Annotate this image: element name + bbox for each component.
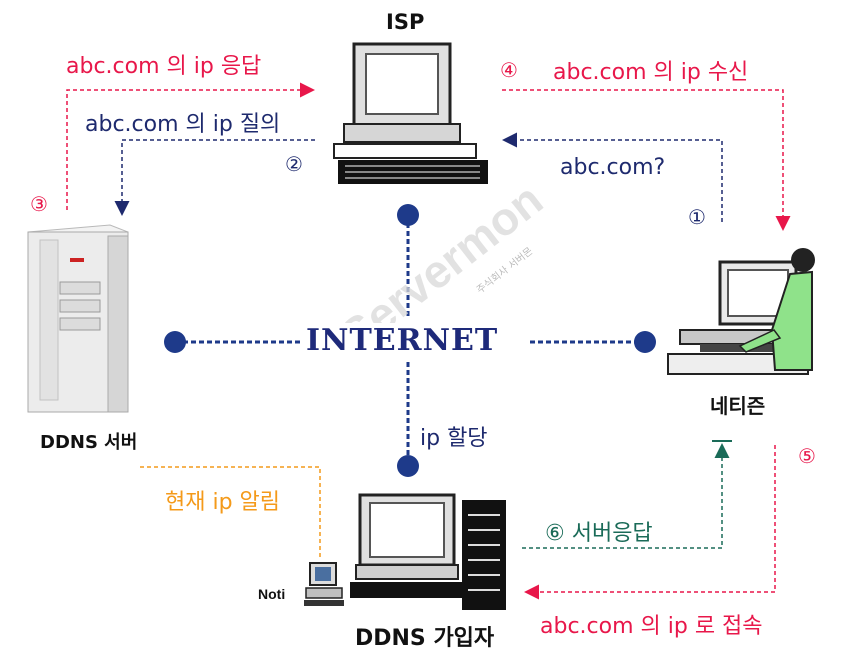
arrow-ip-query — [114, 139, 315, 216]
step-5: ⑤ — [798, 444, 816, 468]
line-current-ip-notify — [140, 466, 321, 560]
step-1: ① — [688, 205, 706, 229]
subscriber-label: DDNS 가입자 — [355, 626, 495, 651]
node-dot-top — [397, 204, 419, 226]
noti-computer-icon — [304, 562, 344, 606]
step-4: ④ — [500, 58, 518, 82]
label-ip-assign: ip 할당 — [420, 426, 488, 451]
arrow-ip-response — [66, 82, 315, 210]
arrow-abc-query — [502, 132, 723, 222]
isp-computer-icon — [333, 42, 488, 184]
arrow-connect-by-ip — [524, 445, 776, 600]
step-2: ② — [285, 152, 303, 176]
netizen-label: 네티즌 — [710, 394, 766, 418]
label-current-ip-notify: 현재 ip 알림 — [165, 490, 281, 515]
ddns-server-icon — [27, 224, 129, 413]
step-3: ③ — [30, 192, 48, 216]
arrow-server-response — [522, 443, 730, 549]
label-ip-response: abc.com 의 ip 응답 — [66, 54, 262, 79]
node-dot-bottom — [397, 455, 419, 477]
noti-label: Noti — [258, 586, 286, 602]
label-ip-receive: abc.com 의 ip 수신 — [553, 60, 749, 85]
node-dot-left — [164, 331, 186, 353]
arrow-ip-receive — [502, 89, 791, 231]
isp-label: ISP — [386, 10, 425, 34]
network-nodes — [164, 204, 656, 477]
internet-label: INTERNET — [300, 323, 505, 358]
ddns-server-label: DDNS 서버 — [40, 432, 138, 453]
subscriber-computer-icon — [350, 493, 506, 610]
label-connect-by-ip: abc.com 의 ip 로 접속 — [540, 614, 763, 639]
label-abc-query: abc.com? — [560, 155, 666, 180]
node-dot-right — [634, 331, 656, 353]
label-server-response: ⑥ 서버응답 — [545, 521, 653, 546]
netizen-user-icon — [667, 248, 815, 375]
label-ip-query: abc.com 의 ip 질의 — [85, 112, 281, 137]
internet-network-lines — [175, 215, 645, 466]
